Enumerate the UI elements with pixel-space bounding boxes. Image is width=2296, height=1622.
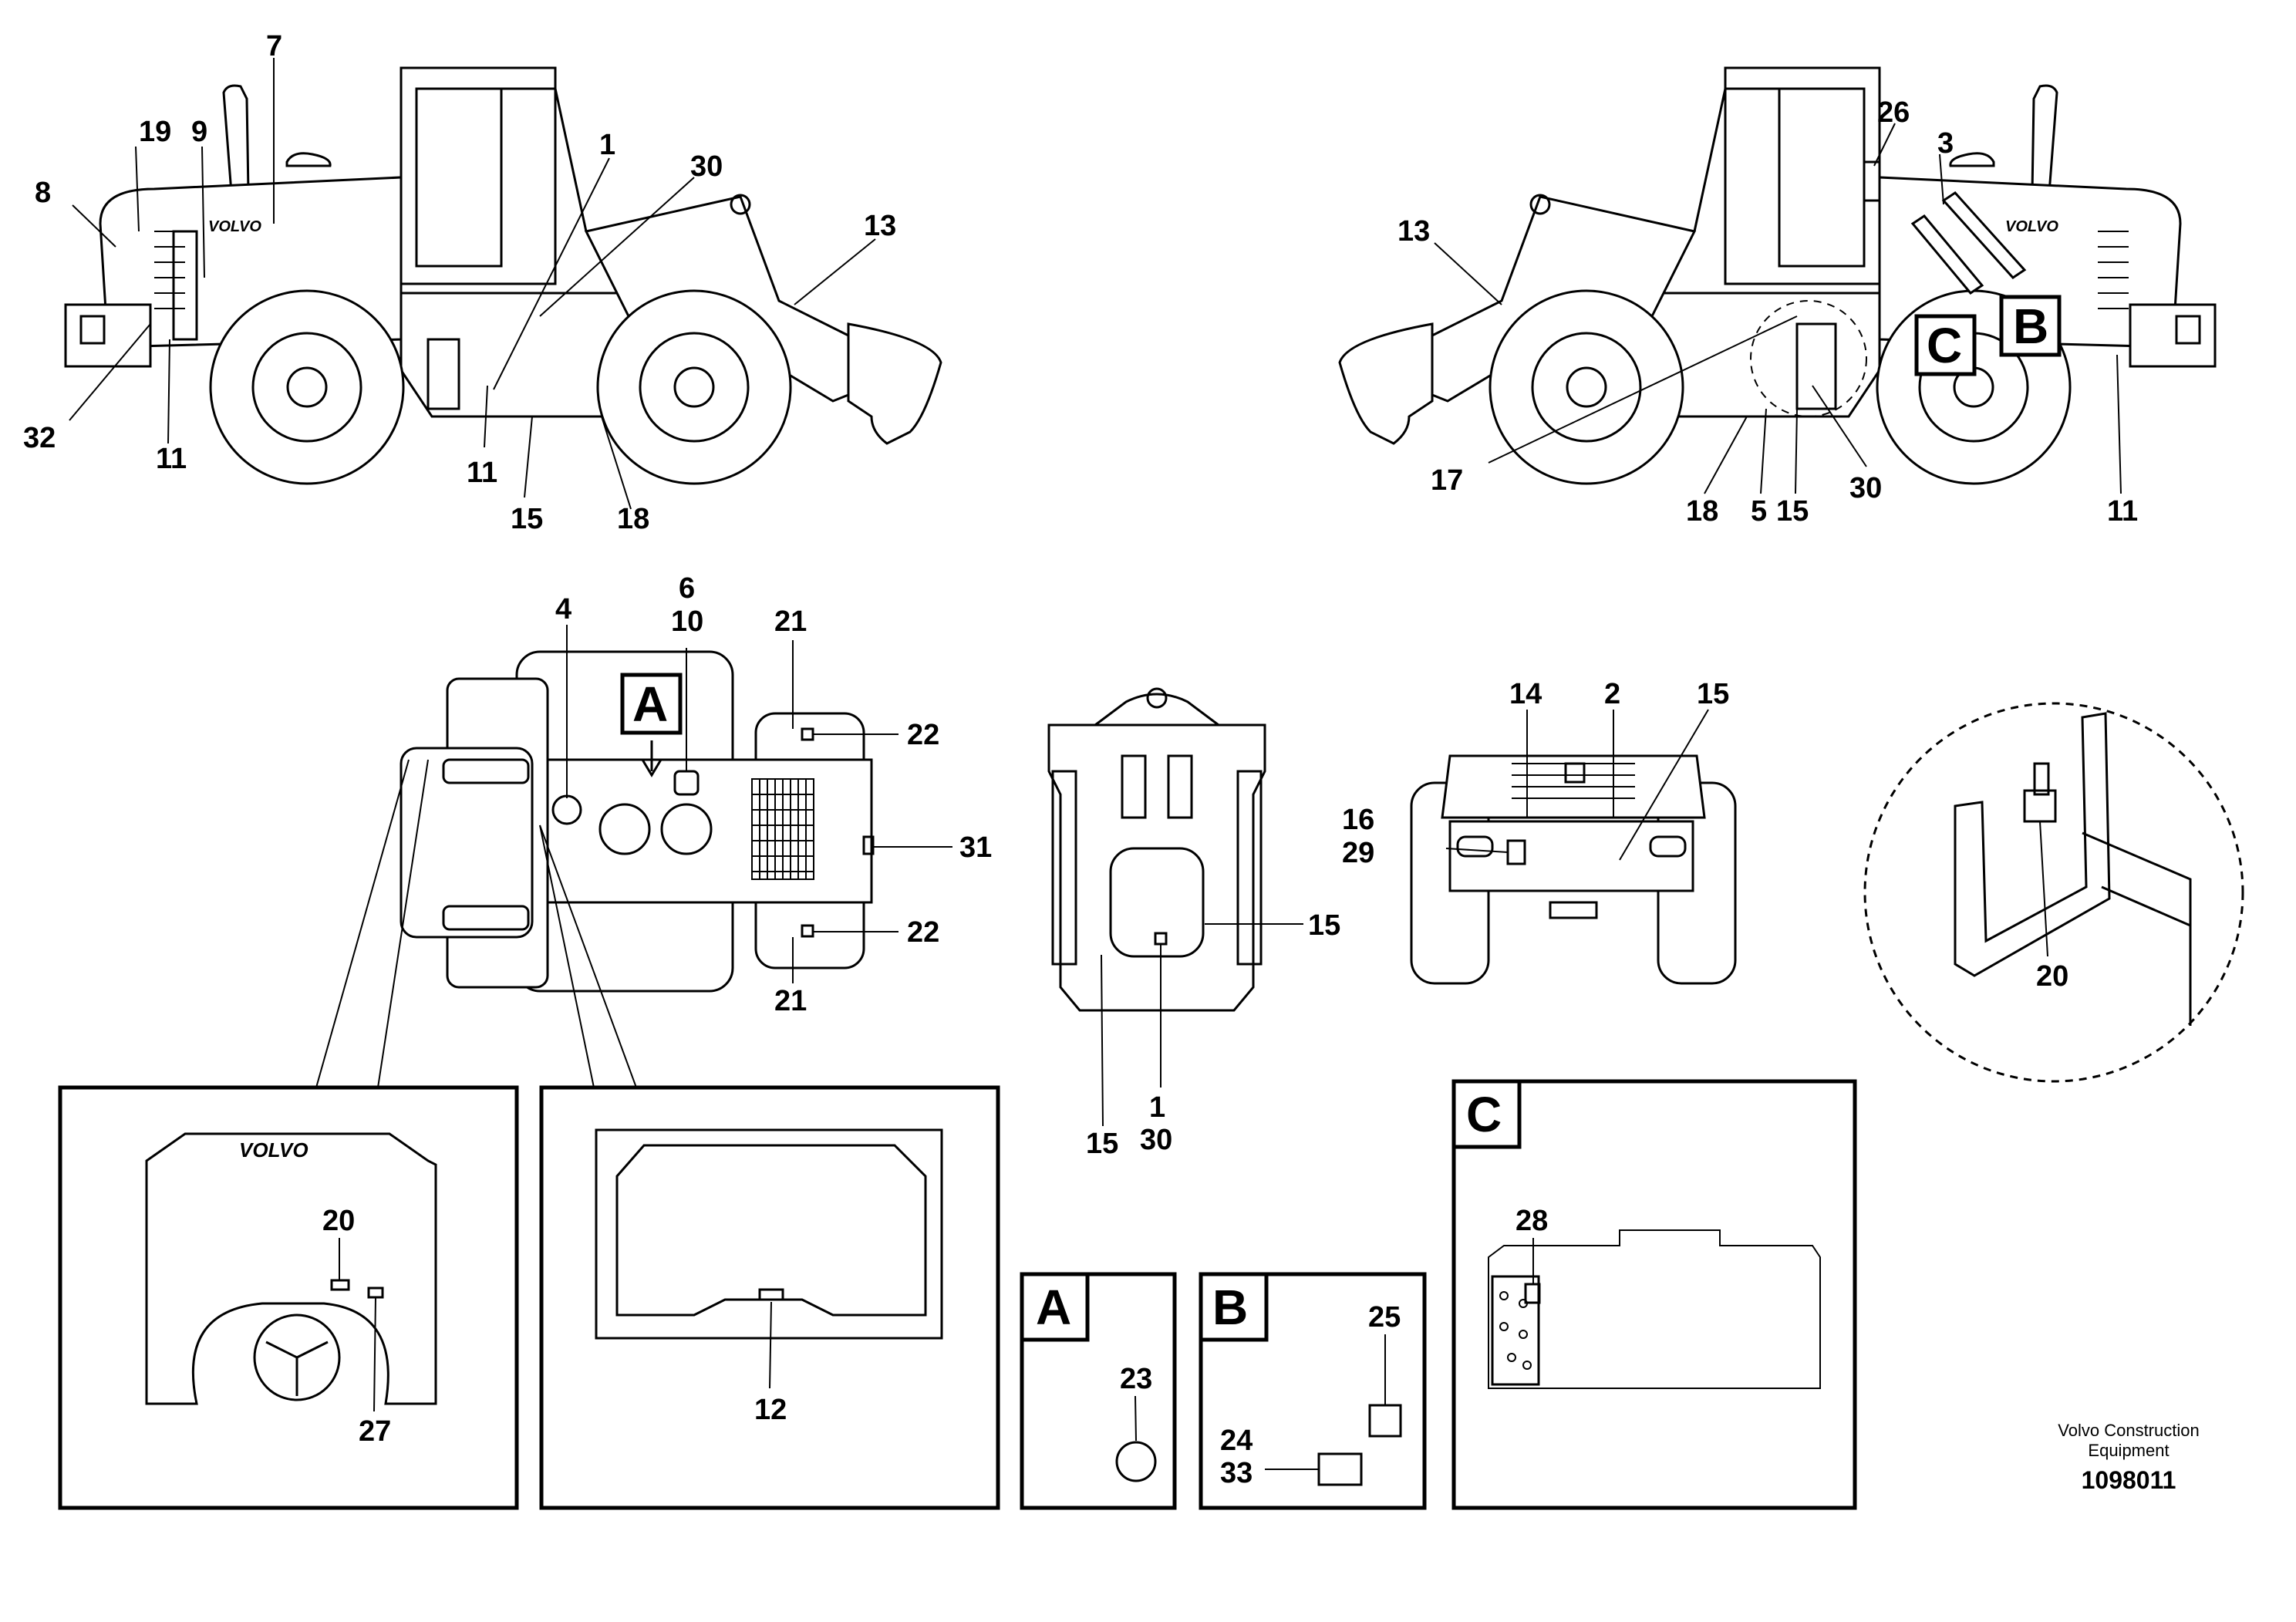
detail-panel-windshield: 12 [539, 1085, 1000, 1510]
detail-box-b-title: B [1212, 1280, 1248, 1335]
loader-rear-view: 14 2 15 16 29 [1342, 678, 1737, 985]
callout-33: 33 [1220, 1457, 1253, 1489]
callout-5: 5 [1751, 495, 1767, 528]
callout-8: 8 [35, 177, 51, 209]
pointer-box-a: A [632, 676, 668, 732]
callout-24: 24 [1220, 1425, 1253, 1457]
pointer-box-b: B [2013, 298, 2048, 354]
callout-18-left: 18 [617, 503, 649, 535]
callout-1-frame: 1 [1149, 1091, 1165, 1124]
callout-15-frame-bottom: 15 [1086, 1128, 1118, 1160]
callout-11-left-b: 11 [467, 457, 497, 489]
callout-15-right: 15 [1776, 495, 1809, 528]
callout-17: 17 [1431, 464, 1463, 497]
callout-3: 3 [1937, 127, 1954, 160]
callout-32: 32 [23, 422, 56, 454]
callout-22-top: 22 [907, 719, 939, 751]
loader-right-side-view: VOLVO C B [1338, 66, 2217, 528]
callout-12: 12 [754, 1394, 787, 1426]
drawing-number: 1098011 [2082, 1466, 2176, 1494]
footer-company-line1: Volvo Construction [2058, 1421, 2199, 1440]
callout-11-left-a: 11 [156, 443, 187, 475]
callout-15-left: 15 [511, 503, 543, 535]
callout-15-frame-right: 15 [1308, 909, 1340, 942]
callout-1-left: 1 [599, 129, 615, 161]
callout-25: 25 [1368, 1301, 1401, 1334]
hood-brand-detail: VOLVO [239, 1138, 308, 1162]
drawing-footer: Volvo Construction Equipment 1098011 [2058, 1421, 2199, 1494]
callout-13-right: 13 [1397, 215, 1430, 248]
detail-box-b: B 25 24 33 [1199, 1272, 1427, 1510]
footer-company-line2: Equipment [2088, 1441, 2169, 1460]
callout-31: 31 [959, 831, 992, 864]
callout-30-frame: 30 [1140, 1124, 1172, 1156]
callout-15-rear: 15 [1697, 678, 1729, 710]
detail-zoom-circle [1750, 300, 1867, 417]
callout-19-left: 19 [139, 116, 171, 148]
hood-brand: VOLVO [208, 218, 261, 235]
callout-23: 23 [1120, 1363, 1152, 1395]
callout-21-bottom: 21 [774, 985, 807, 1017]
callout-26: 26 [1877, 96, 1910, 129]
callout-29: 29 [1342, 837, 1374, 869]
callout-28: 28 [1515, 1205, 1548, 1237]
callout-21-top: 21 [774, 605, 807, 638]
callout-16: 16 [1342, 804, 1374, 836]
detail-box-a: A 23 [1020, 1272, 1177, 1510]
detail-box-c-title: C [1466, 1087, 1502, 1142]
loader-top-view: A 4 6 10 21 22 31 22 21 [315, 572, 992, 1088]
callout-6: 6 [679, 572, 695, 605]
callout-11-right: 11 [2107, 495, 2138, 528]
callout-10: 10 [671, 605, 703, 638]
callout-30-right: 30 [1849, 472, 1882, 504]
callout-18-right: 18 [1686, 495, 1718, 528]
hood-brand-right: VOLVO [2005, 218, 2058, 235]
detail-circle-bracket: 20 [1863, 702, 2244, 1083]
callout-20-detail: 20 [322, 1205, 355, 1237]
callout-9: 9 [191, 116, 207, 148]
callout-14: 14 [1509, 678, 1542, 710]
detail-panel-steering: VOLVO 20 27 [58, 1085, 519, 1510]
detail-box-c: C 28 [1451, 1079, 1857, 1510]
callout-27: 27 [359, 1415, 391, 1448]
frame-top-view: 15 15 1 30 [1047, 687, 1340, 1160]
callout-20-circle: 20 [2036, 960, 2068, 993]
callout-2: 2 [1604, 678, 1620, 710]
detail-box-a-title: A [1036, 1280, 1071, 1335]
loader-left-side-view: VOLVO [23, 30, 942, 535]
pointer-box-c: C [1927, 318, 1962, 373]
callout-4: 4 [555, 593, 571, 626]
callout-30-left: 30 [690, 150, 723, 183]
callout-7: 7 [266, 30, 282, 62]
callout-22-bottom: 22 [907, 916, 939, 949]
callout-13-left: 13 [864, 210, 896, 242]
